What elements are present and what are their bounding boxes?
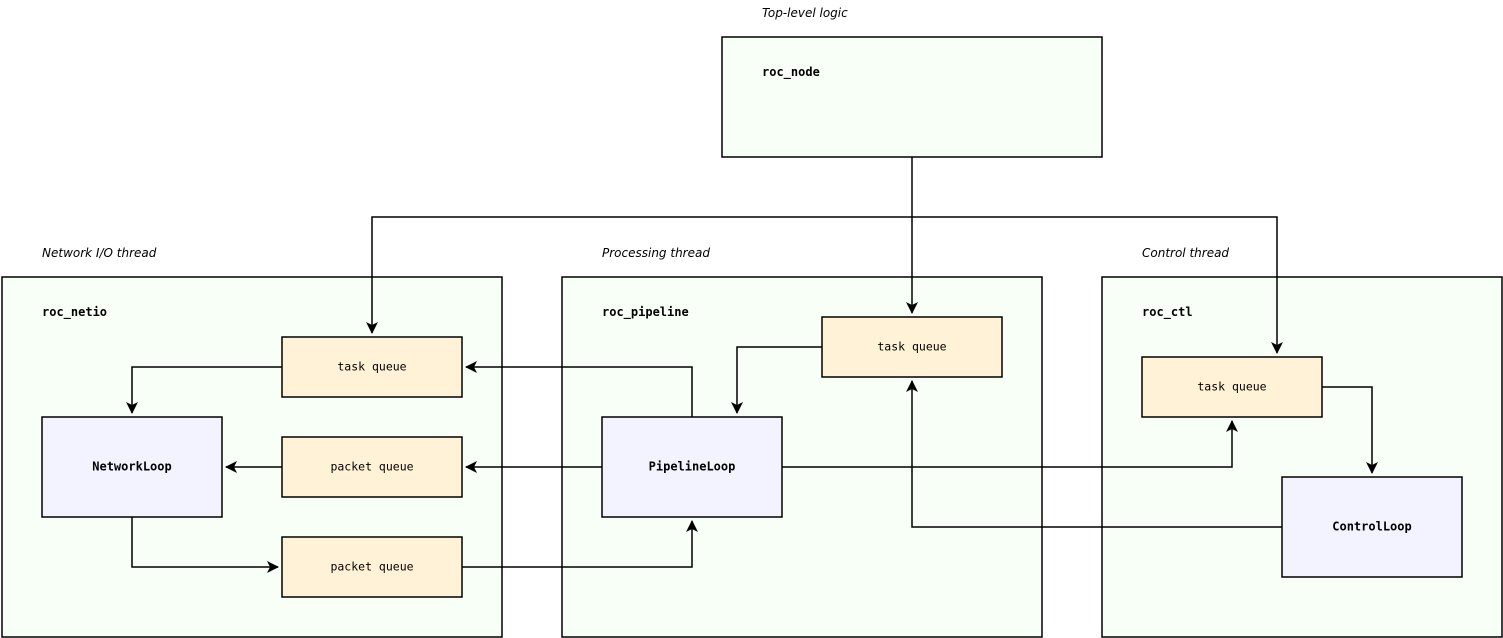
netio-packet-queue-in-label: packet queue	[330, 460, 413, 474]
caption-network-thread: Network I/O thread	[42, 246, 157, 260]
netio-task-queue-label: task queue	[337, 360, 406, 374]
edge-network-loop-to-packet-queue	[131, 517, 279, 573]
caption-processing-thread: Processing thread	[602, 246, 710, 260]
caption-control-thread: Control thread	[1142, 246, 1229, 260]
netio-task-queue	[281, 336, 463, 398]
edge-node-to-netio-task-queue	[366, 216, 912, 334]
network-loop-box	[41, 416, 223, 518]
pipeline-task-queue-label: task queue	[877, 340, 946, 354]
edge-pipeline-task-queue-to-pipeline-loop	[731, 346, 822, 414]
ctl-task-queue-label: task queue	[1197, 380, 1266, 394]
netio-packet-queue-out-label: packet queue	[330, 560, 413, 574]
roc-ctl-container	[1101, 276, 1503, 638]
roc-pipeline-label: roc_pipeline	[602, 305, 689, 320]
edge-control-loop-to-pipeline-task-queue	[906, 380, 1282, 528]
pipeline-loop-label: PipelineLoop	[649, 460, 736, 474]
netio-packet-queue-out	[281, 536, 463, 598]
control-loop-box	[1281, 476, 1463, 578]
roc-node-label: roc_node	[762, 65, 820, 80]
netio-packet-queue-in	[281, 436, 463, 498]
pipeline-task-queue	[821, 316, 1003, 378]
edge-ctl-task-queue-to-control-loop	[1322, 386, 1378, 474]
edge-packet-queue-to-pipeline-loop	[462, 520, 698, 568]
roc-node-container	[721, 36, 1103, 158]
edge-pipeline-loop-to-ctl-task-queue	[782, 420, 1238, 468]
ctl-task-queue	[1141, 356, 1323, 418]
edge-netio-task-queue-to-network-loop	[126, 366, 282, 414]
network-loop-label: NetworkLoop	[92, 460, 171, 474]
caption-top-level: Top-level logic	[762, 6, 848, 20]
control-loop-label: ControlLoop	[1332, 520, 1411, 534]
edge-node-to-ctl-task-queue	[912, 216, 1283, 354]
edge-pipeline-loop-to-netio-task-queue	[465, 361, 693, 417]
roc-netio-label: roc_netio	[42, 305, 107, 320]
roc-ctl-label: roc_ctl	[1142, 305, 1193, 320]
